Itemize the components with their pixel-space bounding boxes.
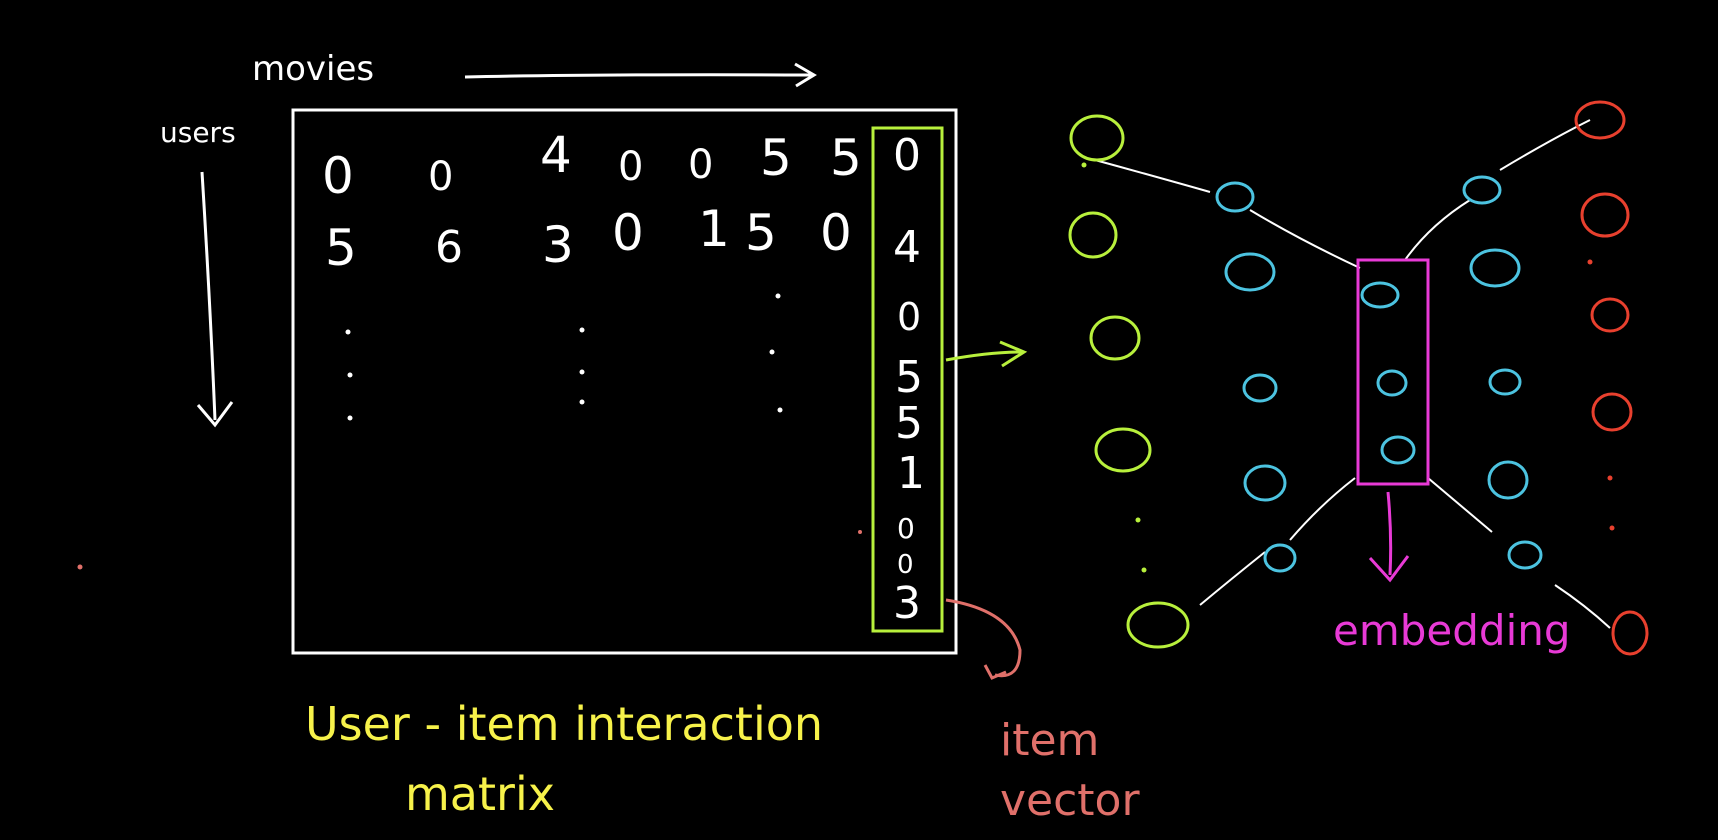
users-label: users <box>160 116 236 149</box>
network-connections <box>1094 119 1611 629</box>
matrix-cell: 0 <box>428 154 453 200</box>
item-column-cell: 5 <box>895 398 923 449</box>
item-vector-arrow <box>945 598 1022 678</box>
users-arrow-head <box>196 401 234 428</box>
matrix-cell: 0 <box>322 147 354 205</box>
item-column-cell: 0 <box>897 512 915 545</box>
matrix-cell: 5 <box>745 204 777 262</box>
item-column-highlight <box>871 126 944 633</box>
stray-mark <box>77 564 83 570</box>
embedding-nodes <box>1360 281 1416 465</box>
movies-label: movies <box>252 49 374 89</box>
item-column-cell: 0 <box>893 130 921 181</box>
matrix-row-1: 0 0 4 0 0 5 5 <box>322 126 862 205</box>
matrix-title-line2: matrix <box>405 767 555 821</box>
movies-arrow-head <box>794 62 817 88</box>
item-column-cell: 5 <box>895 352 923 403</box>
column-to-network-arrow <box>945 350 1023 362</box>
input-layer <box>1068 114 1190 649</box>
embedding-arrow <box>1386 491 1393 576</box>
users-arrow-line <box>200 171 217 421</box>
embedding-label: embedding <box>1333 606 1571 655</box>
embedding-box <box>1356 258 1430 486</box>
matrix-row-2: 5 6 3 0 1 5 0 <box>325 200 852 277</box>
column-to-network-arrowhead <box>999 340 1028 368</box>
matrix-cell: 0 <box>820 204 852 262</box>
interaction-matrix-frame <box>291 108 958 655</box>
item-column-cell: 1 <box>897 448 925 499</box>
matrix-cell: 6 <box>435 222 463 273</box>
item-column-cell: 0 <box>897 550 914 580</box>
input-layer-ellipsis <box>1081 162 1147 573</box>
stray-mark <box>858 530 862 534</box>
matrix-cell: 5 <box>830 129 862 187</box>
matrix-title-line1: User - item interaction <box>305 697 823 751</box>
output-layer-ellipsis <box>1587 259 1615 531</box>
matrix-ellipsis <box>345 293 783 421</box>
autoencoder-network: embedding <box>1068 100 1649 656</box>
matrix-cell: 4 <box>540 126 572 184</box>
item-column-cell: 4 <box>893 222 921 273</box>
matrix-cell: 5 <box>325 219 357 277</box>
item-column-cell: 3 <box>893 578 921 629</box>
output-layer <box>1574 100 1649 656</box>
item-vector-arrowhead <box>983 664 1007 680</box>
matrix-cell: 0 <box>688 142 713 188</box>
movies-arrow-line <box>464 73 813 79</box>
embedding-arrowhead <box>1368 555 1410 583</box>
item-column-values: 0 4 0 5 5 1 0 0 3 <box>893 130 925 629</box>
item-column-cell: 0 <box>897 295 921 339</box>
matrix-cell: 3 <box>542 216 574 274</box>
matrix-cell: 5 <box>760 129 792 187</box>
matrix-cell: 1 <box>698 200 730 258</box>
matrix-cell: 0 <box>618 144 643 190</box>
item-vector-label-line1: item <box>1000 715 1099 766</box>
matrix-cell: 0 <box>612 204 644 262</box>
item-vector-label-line2: vector <box>1000 775 1140 826</box>
hidden-layers <box>1215 175 1543 573</box>
